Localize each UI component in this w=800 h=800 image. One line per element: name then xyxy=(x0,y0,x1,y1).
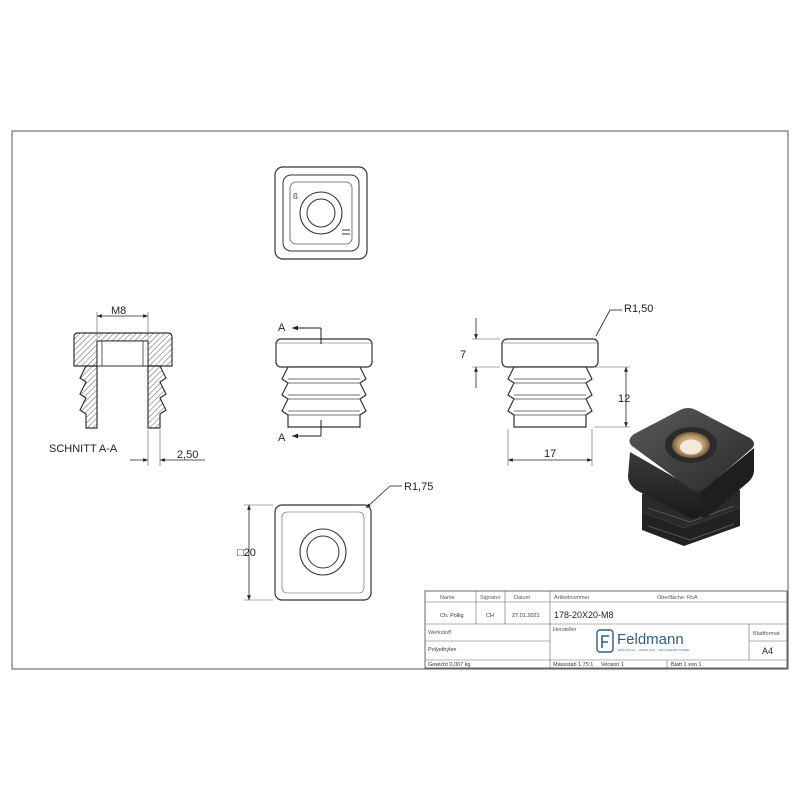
section-marker-bottom: A xyxy=(278,432,286,444)
tb-scale: Massstab 1.75:1 xyxy=(553,662,593,668)
tb-drawer-name: Ch. Pollig xyxy=(440,613,464,619)
dim-height-ribs: 12 xyxy=(618,393,630,405)
dim-radius-top: R1,50 xyxy=(624,303,653,315)
dim-width: 17 xyxy=(544,448,556,460)
tb-header-article: Artikelnummer xyxy=(554,595,590,601)
bottom-view xyxy=(244,485,402,601)
tb-version: Version 1 xyxy=(601,662,624,668)
top-view: ß xyxy=(274,166,368,260)
tb-material-label: Werkstoff xyxy=(428,630,451,636)
feldmann-logo-icon xyxy=(596,629,614,653)
svg-text:ß: ß xyxy=(293,192,298,201)
tb-header-name: Name xyxy=(440,595,455,601)
tb-header-signature: Signatur xyxy=(480,595,501,601)
side-view xyxy=(472,309,630,466)
front-view xyxy=(275,325,373,439)
dim-thread: M8 xyxy=(111,305,126,317)
tb-format: A4 xyxy=(762,646,773,656)
section-label: SCHNITT A-A xyxy=(49,443,118,455)
dim-radius-bottom: R1,75 xyxy=(404,481,433,493)
tb-article-number: 178-20X20-M8 xyxy=(554,610,614,620)
tb-sheet: Blatt 1 von 1 xyxy=(671,662,702,668)
tb-material: Polyethylen xyxy=(428,647,456,653)
section-marker-top: A xyxy=(278,322,286,334)
dim-height-head: 7 xyxy=(460,349,466,361)
tb-date: 27.01.2021 xyxy=(512,613,540,619)
logo-name: Feldmann xyxy=(617,631,684,648)
sheet-border xyxy=(11,130,789,670)
tb-drawer-sign: CH xyxy=(486,613,494,619)
tb-header-date: Datum xyxy=(514,595,531,601)
logo-tagline: EDELSTAHL · HANDLAUF · GELÄNDERSYSTEME xyxy=(618,648,690,652)
dim-wall: 2,50 xyxy=(177,449,198,461)
tb-weight: Gewicht 0,007 kg xyxy=(428,662,471,668)
isometric-render xyxy=(628,408,754,546)
dim-square: □20 xyxy=(237,547,256,559)
tb-header-surface: Oberfläche: RoA xyxy=(657,595,698,601)
section-view xyxy=(73,312,205,466)
tb-manufacturer-label: Hersteller xyxy=(553,627,577,633)
tb-format-label: Blattformat xyxy=(753,631,780,637)
